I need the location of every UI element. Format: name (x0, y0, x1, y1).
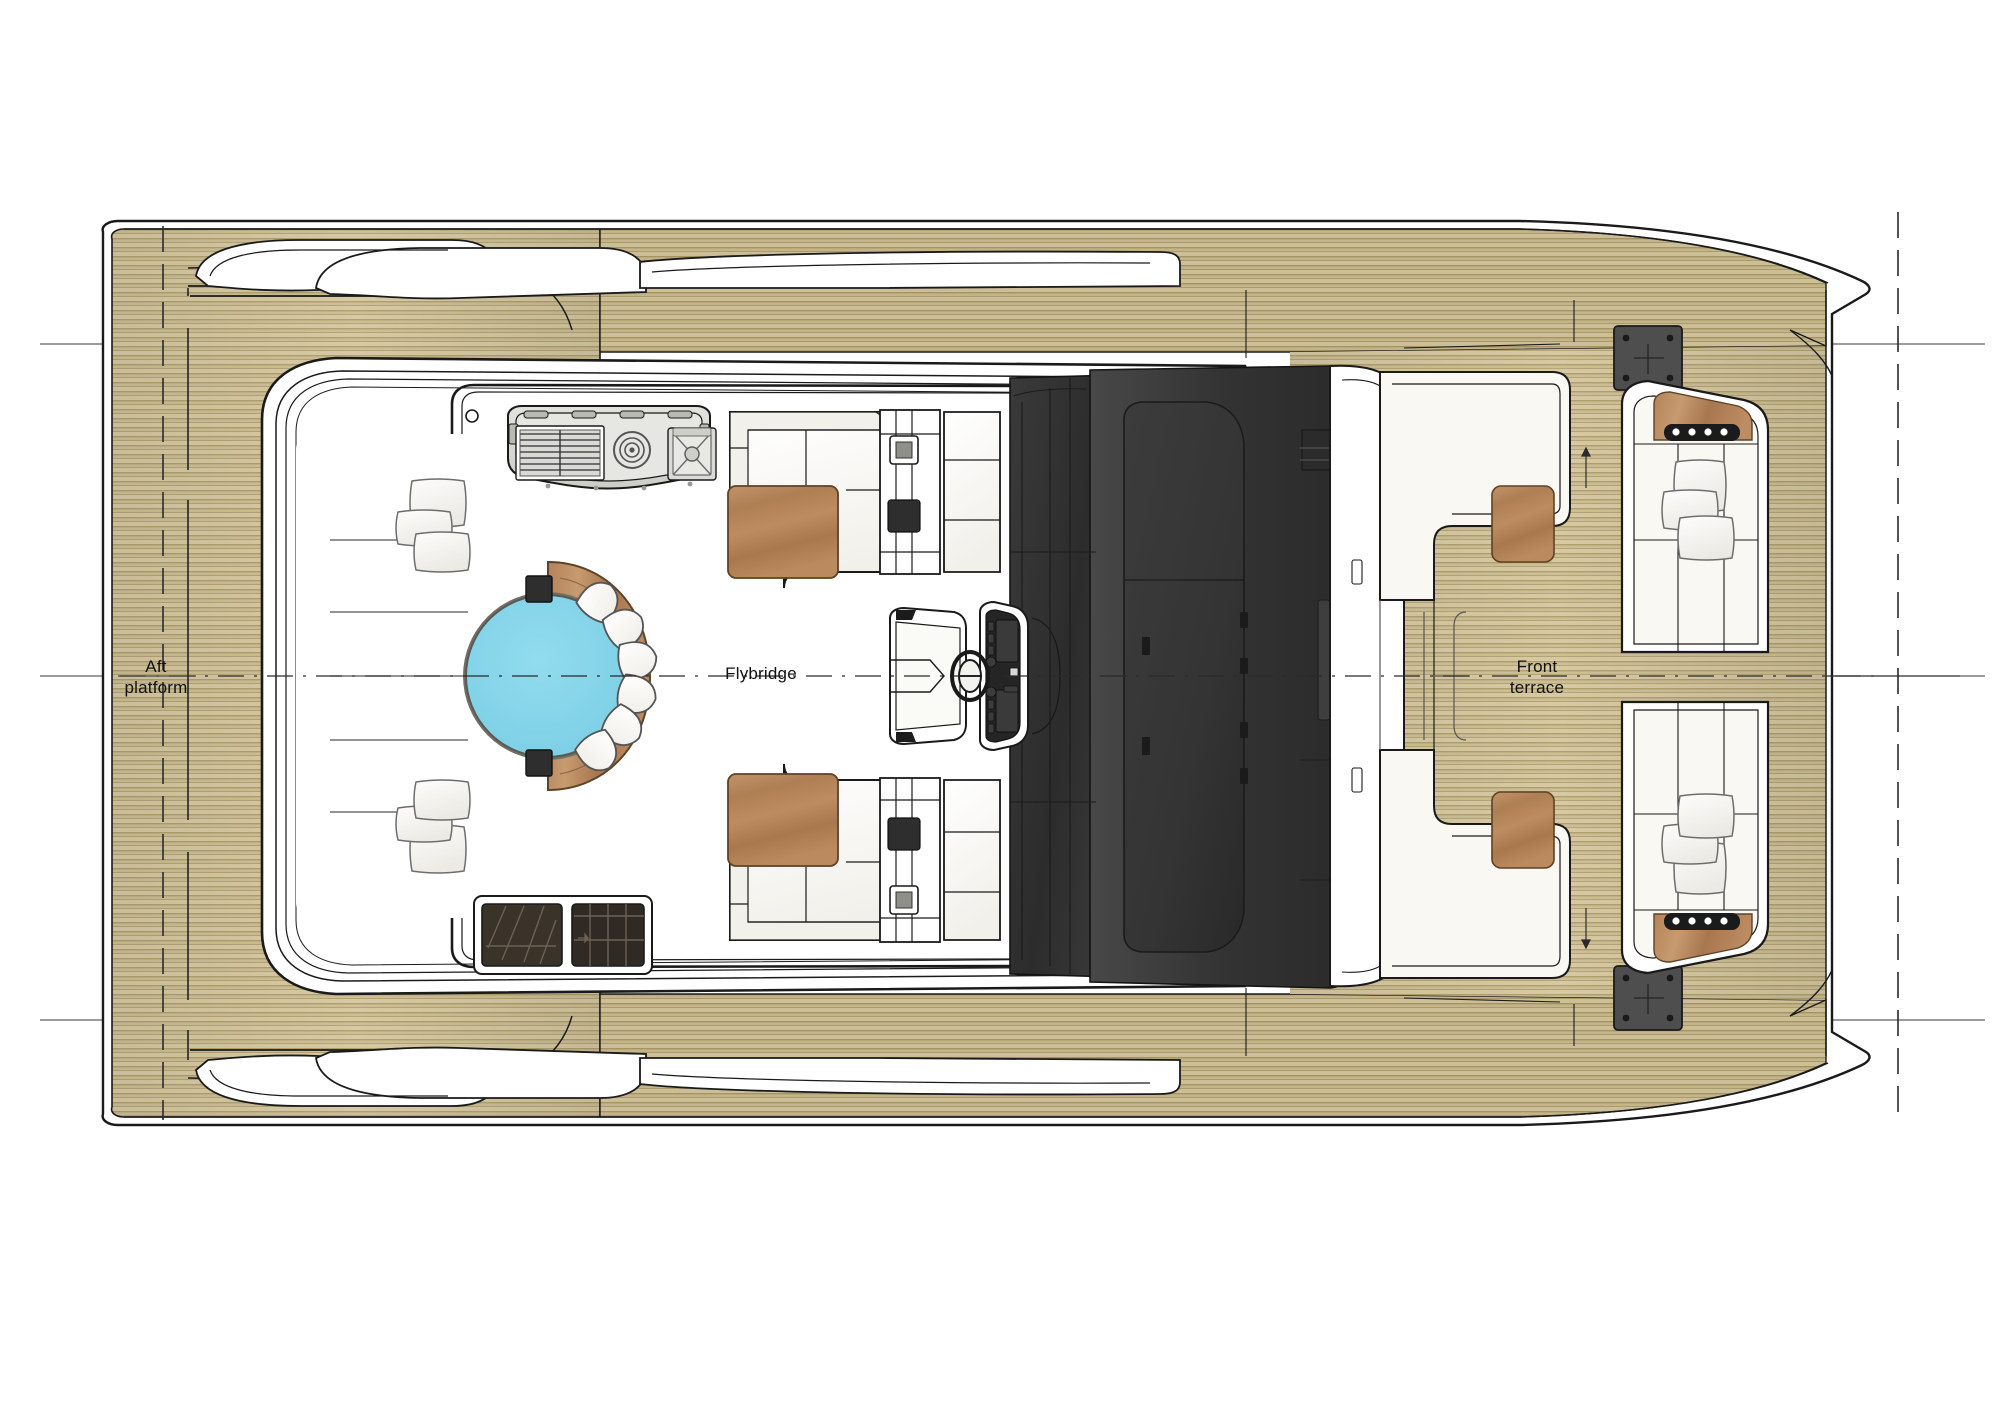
headrest-hinge-lower (1664, 913, 1740, 930)
terrace-tick-marks (1581, 446, 1591, 950)
stairway-openings (473, 895, 653, 975)
hull-sheer-line (124, 228, 1829, 1118)
label-aft-platform: Aft platform (124, 657, 188, 698)
grill (515, 425, 605, 481)
front-terrace-seats (1379, 371, 1571, 979)
sofa-aft (727, 763, 907, 941)
dark-superstructure (1009, 365, 1355, 989)
deck-hatches (1613, 325, 1683, 1031)
coffee-table-aft (727, 773, 839, 867)
stern-bulwark-detail (195, 239, 1181, 1107)
headrest-hinge (1664, 424, 1740, 441)
deck-drain-fittings (889, 435, 919, 915)
station-lines (162, 212, 1899, 1120)
centre-console-column (879, 409, 941, 943)
bar-stools (574, 581, 658, 772)
companion-seats (943, 411, 1001, 941)
bow-fairing-lines (1789, 329, 1833, 1017)
sofa-forward (727, 411, 907, 589)
galley-unit (507, 405, 717, 491)
sink (667, 427, 717, 481)
label-front-terrace: Front terrace (1509, 657, 1565, 698)
burner (613, 431, 651, 469)
coffee-table-forward (727, 485, 839, 579)
aft-cushions (395, 478, 471, 874)
label-flybridge: Flybridge (725, 664, 797, 683)
terrace-side-tables (1491, 485, 1555, 869)
stern-bulwark-inner-lines (209, 249, 1151, 1097)
bow-cushions (1661, 459, 1735, 895)
side-deck-lines (1245, 290, 1575, 1056)
